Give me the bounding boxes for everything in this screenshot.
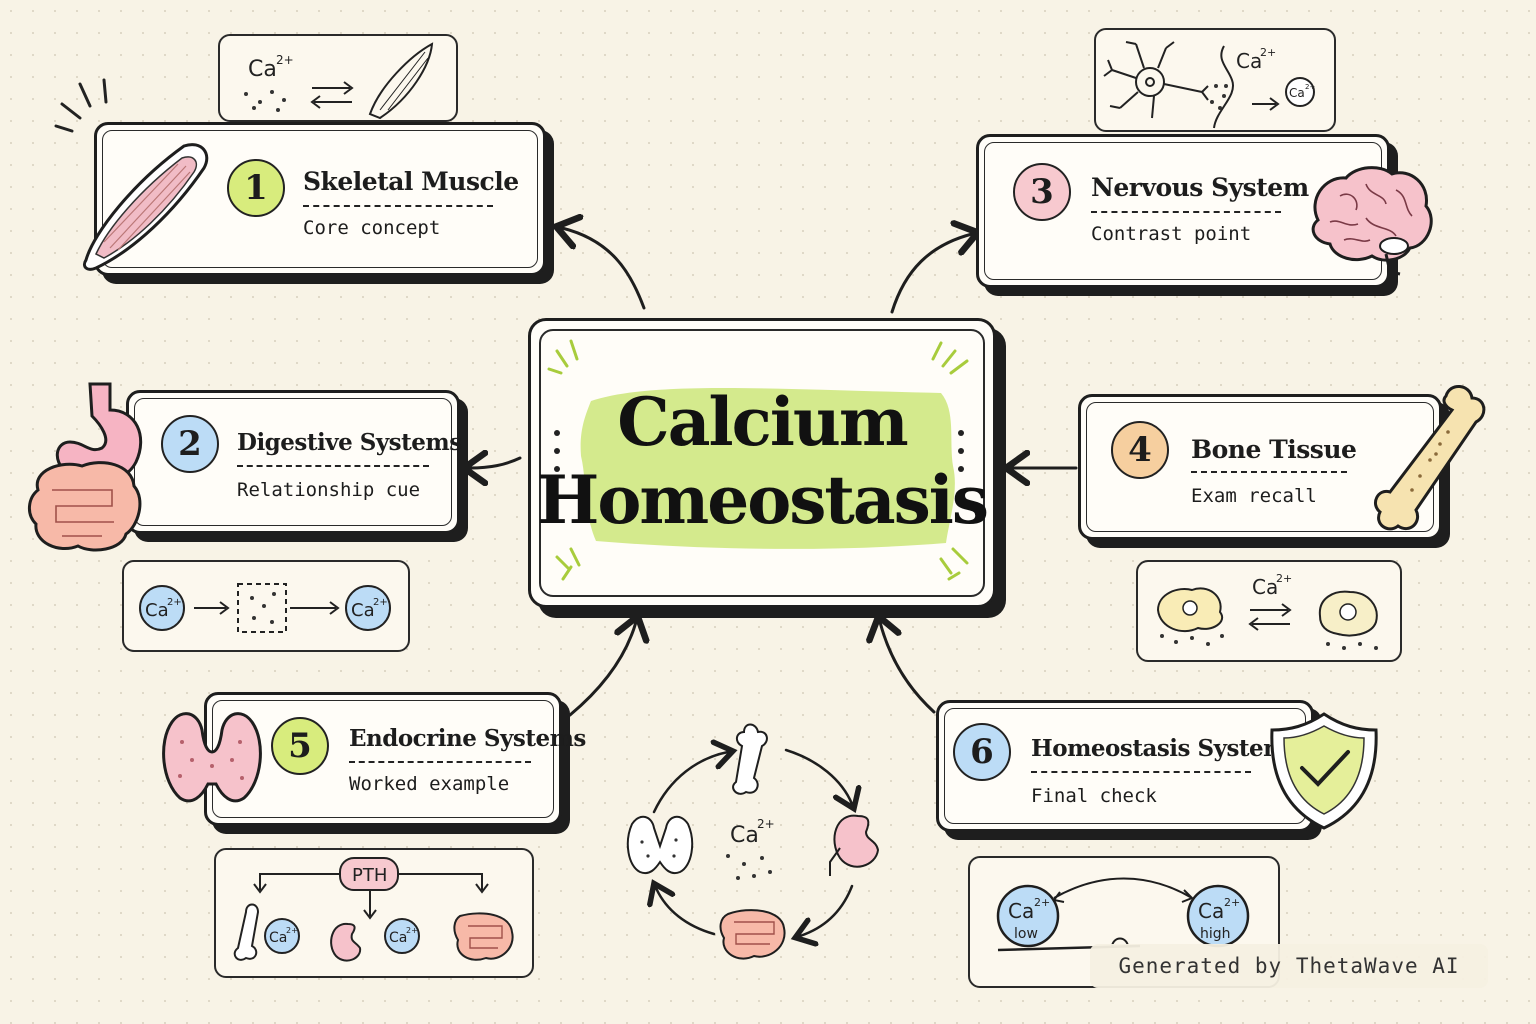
node-number-badge: 2 (161, 415, 219, 473)
svg-text:2+: 2+ (1276, 572, 1292, 585)
svg-text:Ca: Ca (1198, 899, 1224, 923)
divider (1191, 471, 1347, 473)
svg-text:2+: 2+ (1034, 896, 1050, 909)
muscle-icon (82, 143, 209, 271)
svg-text:2+: 2+ (286, 926, 298, 935)
bone-icon (732, 723, 768, 795)
node-subtitle: Worked example (349, 773, 510, 795)
svg-text:2+: 2+ (373, 597, 388, 608)
shield-check-icon (1270, 712, 1378, 830)
node-subtitle: Contrast point (1091, 223, 1252, 245)
bone-icon (1374, 385, 1486, 531)
intestine-icon (453, 912, 514, 961)
node-number-badge: 6 (953, 723, 1011, 781)
svg-text:2+: 2+ (276, 53, 294, 67)
brain-icon (1311, 166, 1433, 276)
pth-regulation-mini-diagram: PTH Ca 2+ Ca 2+ (214, 848, 534, 978)
digestive-absorption-mini-diagram: Ca 2+ Ca 2+ (122, 560, 410, 652)
arrow-from-endocrine (568, 622, 636, 717)
emphasis-marks (54, 78, 108, 133)
node-card-bone-tissue[interactable]: 4 Bone Tissue Exam recall (1078, 394, 1442, 540)
svg-text:Ca: Ca (730, 823, 759, 848)
node-card-endocrine-systems[interactable]: 5 Endocrine Systems Worked example (204, 692, 586, 826)
node-subtitle: Relationship cue (237, 479, 421, 501)
node-title: Nervous System (1091, 173, 1309, 202)
svg-text:2+: 2+ (1305, 83, 1315, 91)
node-title: Digestive Systems (237, 429, 462, 456)
center-title-line1: Calcium (617, 383, 908, 461)
svg-text:Ca: Ca (1252, 575, 1278, 599)
neuron-icon (1103, 41, 1209, 119)
node-subtitle: Exam recall (1191, 485, 1317, 507)
low-label: low (1014, 926, 1038, 942)
nerve-calcium-mini-diagram: Ca 2+ Ca 2+ (1094, 28, 1336, 132)
pth-label: PTH (352, 865, 387, 886)
node-number-badge: 3 (1013, 163, 1071, 221)
bone-icon (233, 903, 260, 961)
arrow-from-homeostasis (880, 622, 936, 714)
node-number-badge: 5 (271, 717, 329, 775)
calcium-cycle-diagram: Ca 2+ (626, 723, 880, 960)
muscle-fiber-icon (368, 42, 434, 120)
arrow-to-digestive (470, 458, 522, 468)
arrow-to-nervous-system (890, 234, 972, 314)
sparkle-marks (547, 339, 969, 581)
svg-text:2+: 2+ (757, 817, 775, 831)
bone-remodeling-mini-diagram: Ca 2+ (1136, 560, 1402, 662)
divider (1031, 771, 1251, 773)
node-number-badge: 1 (227, 159, 285, 217)
svg-text:Ca: Ca (269, 930, 287, 946)
svg-text:Ca: Ca (389, 930, 407, 946)
thyroid-icon (162, 712, 262, 803)
node-title: Skeletal Muscle (303, 167, 519, 196)
node-subtitle: Final check (1031, 785, 1157, 807)
node-card-digestive-systems[interactable]: 2 Digestive Systems Relationship cue (126, 390, 462, 534)
center-card: Calcium Homeostasis (528, 318, 996, 608)
svg-text:2+: 2+ (1224, 896, 1240, 909)
center-title-line2: Homeostasis (536, 461, 989, 539)
svg-text:2+: 2+ (167, 597, 182, 608)
kidney-icon (833, 814, 880, 868)
svg-text:Ca: Ca (1008, 899, 1034, 923)
divider (1091, 211, 1281, 213)
kidney-icon (330, 922, 362, 962)
intestine-icon (28, 461, 142, 552)
svg-text:Ca: Ca (351, 600, 375, 621)
watermark: Generated by ThetaWave AI (1090, 944, 1488, 988)
ca-label: Ca (248, 57, 277, 82)
calcium-exchange-icon: Ca 2+ (244, 42, 434, 120)
svg-text:Ca: Ca (1289, 86, 1305, 100)
node-title: Homeostasis Systems (1031, 735, 1300, 762)
divider (303, 205, 493, 207)
thyroid-icon (626, 815, 694, 874)
node-subtitle: Core concept (303, 217, 441, 239)
svg-text:2+: 2+ (1260, 46, 1276, 59)
divider (237, 465, 429, 467)
divider (349, 761, 531, 763)
node-number-badge: 4 (1111, 421, 1169, 479)
arrow-to-skeletal-muscle (562, 228, 646, 310)
node-title: Endocrine Systems (349, 725, 586, 752)
node-card-homeostasis-systems[interactable]: 6 Homeostasis Systems Final check (936, 700, 1314, 832)
node-title: Bone Tissue (1191, 435, 1357, 464)
svg-text:Ca: Ca (1236, 49, 1262, 73)
svg-text:Ca: Ca (145, 600, 169, 621)
highlight-brush (580, 388, 955, 549)
svg-text:2+: 2+ (406, 926, 418, 935)
muscle-calcium-mini-diagram: Ca 2+ (218, 34, 458, 122)
high-label: high (1200, 926, 1231, 942)
